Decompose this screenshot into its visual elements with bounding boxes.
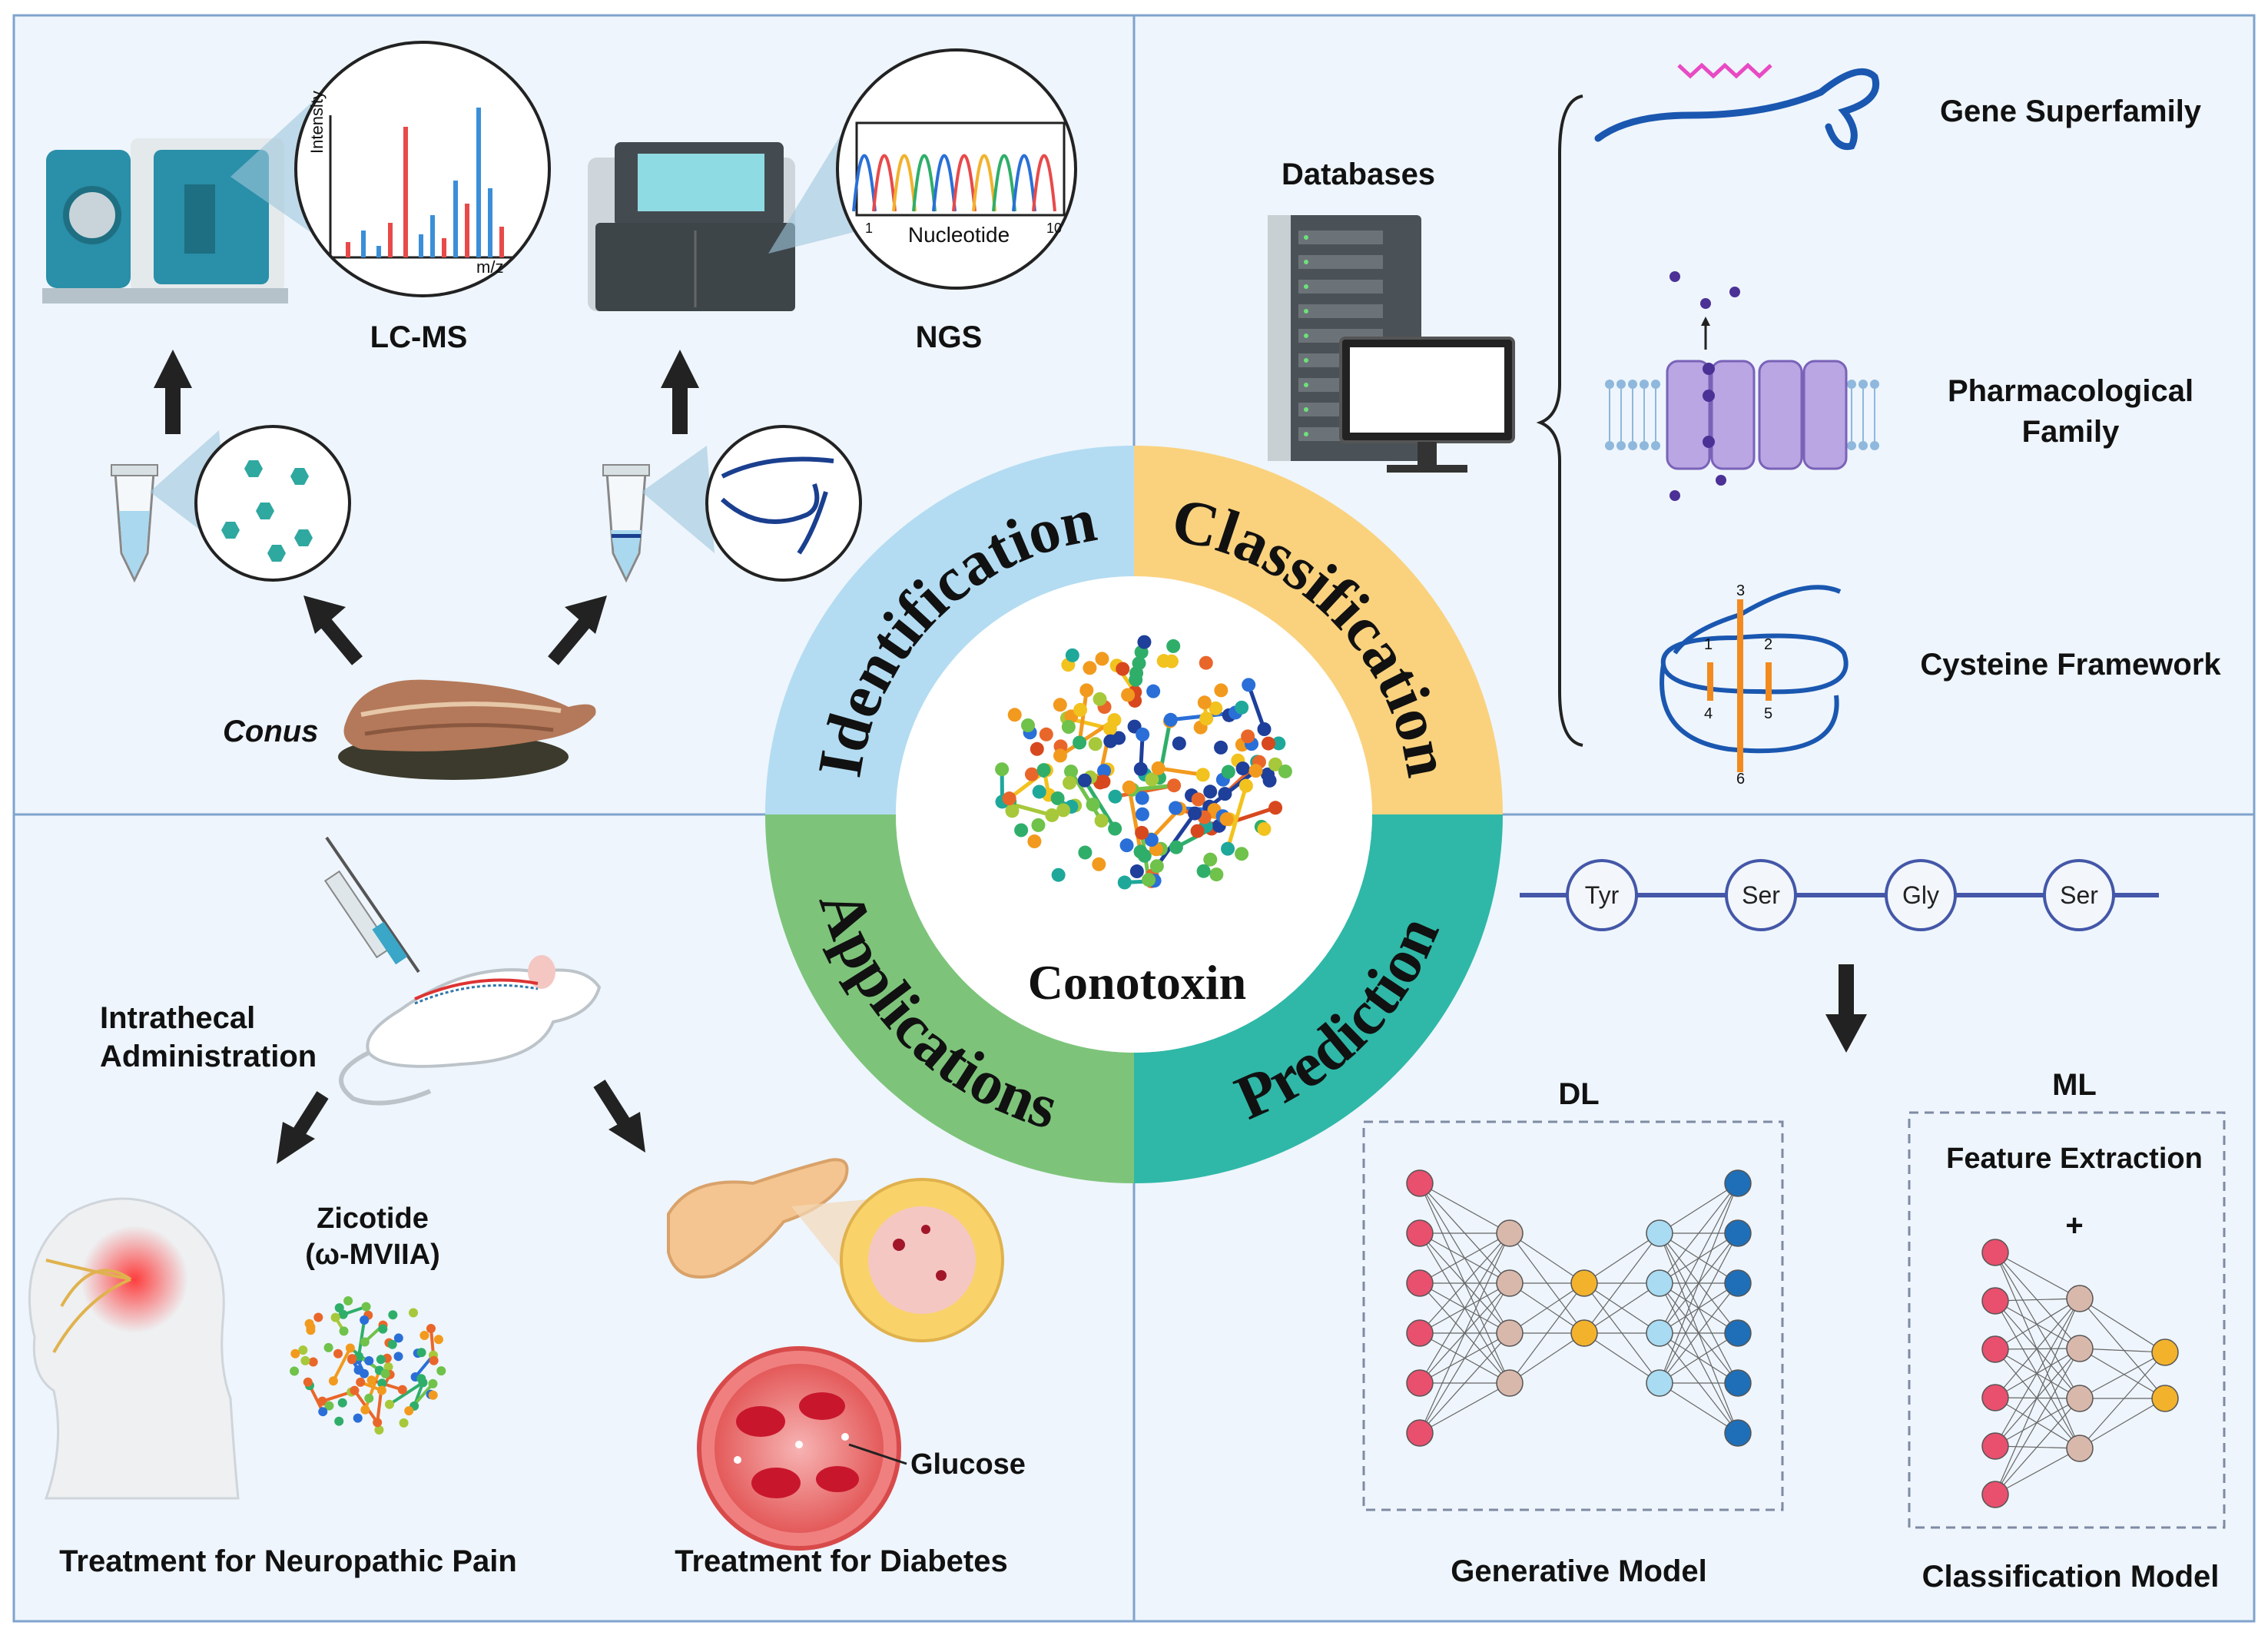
network-node [1407,1320,1433,1346]
cys-number: 5 [1764,705,1772,722]
network-node [1725,1320,1751,1346]
lcms-label: LC-MS [370,320,468,354]
ngs-label: NGS [916,320,983,354]
network-node [1982,1239,2008,1266]
generative-model-label: Generative Model [1451,1554,1706,1588]
dl-label: DL [1558,1077,1599,1111]
network-node [1725,1420,1751,1446]
residue-label: Ser [1742,881,1780,909]
network-node [2067,1385,2093,1411]
conus-label: Conus [223,715,318,748]
classification-model-label: Classification Model [1922,1560,2220,1594]
network-node [2152,1339,2178,1365]
cysteine-framework-label: Cysteine Framework [1920,648,2221,682]
pharmacological-label-1: Pharmacological [1948,374,2193,408]
network-node [1725,1270,1751,1296]
residue-label: Ser [2060,881,2098,909]
cys-number: 4 [1704,705,1713,722]
network-node [1497,1370,1523,1396]
cys-number: 6 [1736,771,1745,788]
network-node [1646,1270,1673,1296]
network-node [1982,1288,2008,1314]
network-node [1497,1220,1523,1246]
head-profile-icon [29,1199,238,1498]
network-node [2067,1285,2093,1312]
databases-label: Databases [1282,158,1435,191]
conotoxin-title: Conotoxin [1028,955,1247,1010]
network-node [1646,1320,1673,1346]
ms-y-axis-label: Intensity [307,91,327,154]
feature-extraction-label: Feature Extraction [1946,1143,2203,1175]
ms-x-axis-label: m/z [476,257,503,277]
center-ring: Identification Classification Prediction… [765,446,1503,1183]
network-node [1725,1370,1751,1396]
diabetes-label: Treatment for Diabetes [675,1544,1007,1578]
residue-label: Gly [1902,881,1939,909]
network-node [1571,1270,1597,1296]
residue-label: Tyr [1585,881,1620,909]
gene-superfamily-label: Gene Superfamily [1940,95,2202,128]
network-node [1497,1320,1523,1346]
network-node [2152,1385,2178,1411]
network-node [1982,1385,2008,1411]
network-node [1407,1170,1433,1196]
pharmacological-label-2: Family [2022,415,2120,449]
network-node [1725,1220,1751,1246]
plus-sign: + [2065,1209,2083,1242]
cys-number: 2 [1764,636,1772,653]
seq-tick-end: 10 [1046,221,1062,236]
neuropathic-label: Treatment for Neuropathic Pain [59,1544,517,1578]
network-node [1982,1433,2008,1459]
glucose-label: Glucose [910,1448,1026,1481]
ngs-instrument-icon [588,142,795,311]
network-node [1646,1220,1673,1246]
zicotide-label-1: Zicotide [317,1202,429,1235]
network-node [2067,1435,2093,1461]
network-node [2067,1335,2093,1362]
network-node [1407,1420,1433,1446]
network-node [1497,1270,1523,1296]
network-node [1982,1481,2008,1508]
network-node [1646,1370,1673,1396]
cys-number: 1 [1704,636,1713,653]
seq-tick-start: 1 [865,221,873,236]
network-node [1982,1336,2008,1362]
network-node [1407,1220,1433,1246]
network-node [1571,1320,1597,1346]
intrathecal-label-2: Administration [100,1040,317,1073]
network-node [1407,1370,1433,1396]
ml-label: ML [2052,1068,2097,1102]
intrathecal-label-1: Intrathecal [100,1001,255,1035]
seq-x-axis-label: Nucleotide [908,223,1010,247]
cys-number: 3 [1736,582,1745,599]
network-node [1725,1170,1751,1196]
zicotide-label-2: (ω-MVIIA) [305,1239,440,1271]
network-node [1407,1270,1433,1296]
